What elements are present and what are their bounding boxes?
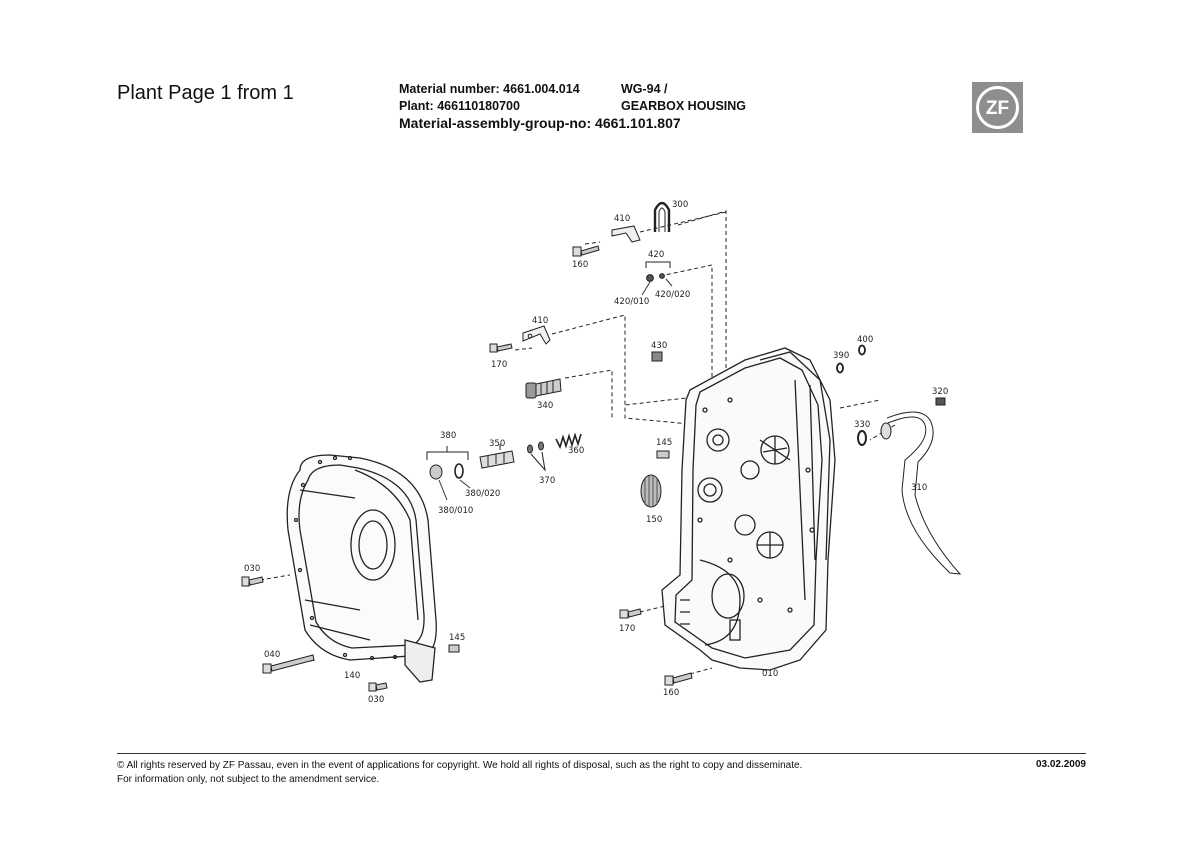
model-name: WG-94 / xyxy=(621,82,668,96)
plant-page-label: Plant Page 1 from 1 xyxy=(117,82,294,104)
assembly-group-number: Material-assembly-group-no: 4661.101.807 xyxy=(399,115,681,131)
callout-340: 340 xyxy=(537,401,553,411)
filter-150 xyxy=(640,474,662,508)
footer-notice: For information only, not subject to the… xyxy=(117,774,380,785)
callout-170-low: 170 xyxy=(619,624,635,634)
seal-group-380 xyxy=(426,446,471,501)
callout-330: 330 xyxy=(854,420,870,430)
piston-350 xyxy=(479,444,515,469)
gearbox-housing-010 xyxy=(661,347,836,671)
bolt-030-left xyxy=(241,576,264,587)
callout-380-020: 380/020 xyxy=(465,489,500,499)
tube-310 xyxy=(880,411,962,575)
zf-logo: ZF xyxy=(972,82,1023,133)
callout-430: 430 xyxy=(651,341,667,351)
screw-320 xyxy=(935,397,946,406)
callout-310: 310 xyxy=(911,483,927,493)
bolt-170-low xyxy=(619,608,642,619)
callout-420-010: 420/010 xyxy=(614,297,649,307)
o-ring-390 xyxy=(836,362,844,374)
callout-145-low: 145 xyxy=(449,633,465,643)
pin-145-low xyxy=(448,644,460,653)
callout-030-low: 030 xyxy=(368,695,384,705)
valve-340 xyxy=(525,378,562,399)
callout-420: 420 xyxy=(648,250,664,260)
callout-380: 380 xyxy=(440,431,456,441)
callout-390: 390 xyxy=(833,351,849,361)
o-ring-330 xyxy=(857,430,867,446)
callout-160-top: 160 xyxy=(572,260,588,270)
callout-370: 370 xyxy=(539,476,555,486)
callout-320: 320 xyxy=(932,387,948,397)
plug-group-420 xyxy=(641,261,673,296)
callout-040: 040 xyxy=(264,650,280,660)
footer-divider xyxy=(117,753,1086,754)
material-number: Material number: 4661.004.014 xyxy=(399,82,580,96)
callout-400: 400 xyxy=(857,335,873,345)
callout-380-010: 380/010 xyxy=(438,506,473,516)
callout-030-left: 030 xyxy=(244,564,260,574)
callout-170-top: 170 xyxy=(491,360,507,370)
callout-420-020: 420/020 xyxy=(655,290,690,300)
pin-145-mid xyxy=(656,450,670,459)
u-bolt-300 xyxy=(653,201,671,232)
balls-370 xyxy=(527,441,546,472)
callout-350: 350 xyxy=(489,439,505,449)
bracket-410-top xyxy=(611,225,641,243)
bolt-030-low xyxy=(368,682,388,692)
plant-number: Plant: 466110180700 xyxy=(399,99,520,113)
footer-copyright: © All rights reserved by ZF Passau, even… xyxy=(117,760,803,771)
callout-140: 140 xyxy=(344,671,360,681)
bolt-040 xyxy=(262,654,315,674)
callout-410-mid: 410 xyxy=(532,316,548,326)
converter-housing-140 xyxy=(286,454,437,683)
part-description: GEARBOX HOUSING xyxy=(621,99,747,113)
bolt-160-top xyxy=(572,245,600,257)
o-ring-400 xyxy=(858,344,866,356)
callout-160-low: 160 xyxy=(663,688,679,698)
zf-logo-text: ZF xyxy=(986,98,1009,119)
bolt-170-top xyxy=(489,343,513,353)
callout-145-mid: 145 xyxy=(656,438,672,448)
bracket-410-mid xyxy=(522,325,551,345)
callout-300: 300 xyxy=(672,200,688,210)
bolt-160-low xyxy=(664,672,693,686)
callout-150: 150 xyxy=(646,515,662,525)
plug-430 xyxy=(651,351,663,362)
callout-360: 360 xyxy=(568,446,584,456)
spring-360 xyxy=(555,432,582,450)
callout-410-top: 410 xyxy=(614,214,630,224)
callout-010: 010 xyxy=(762,669,778,679)
footer-date: 03.02.2009 xyxy=(1035,759,1086,770)
